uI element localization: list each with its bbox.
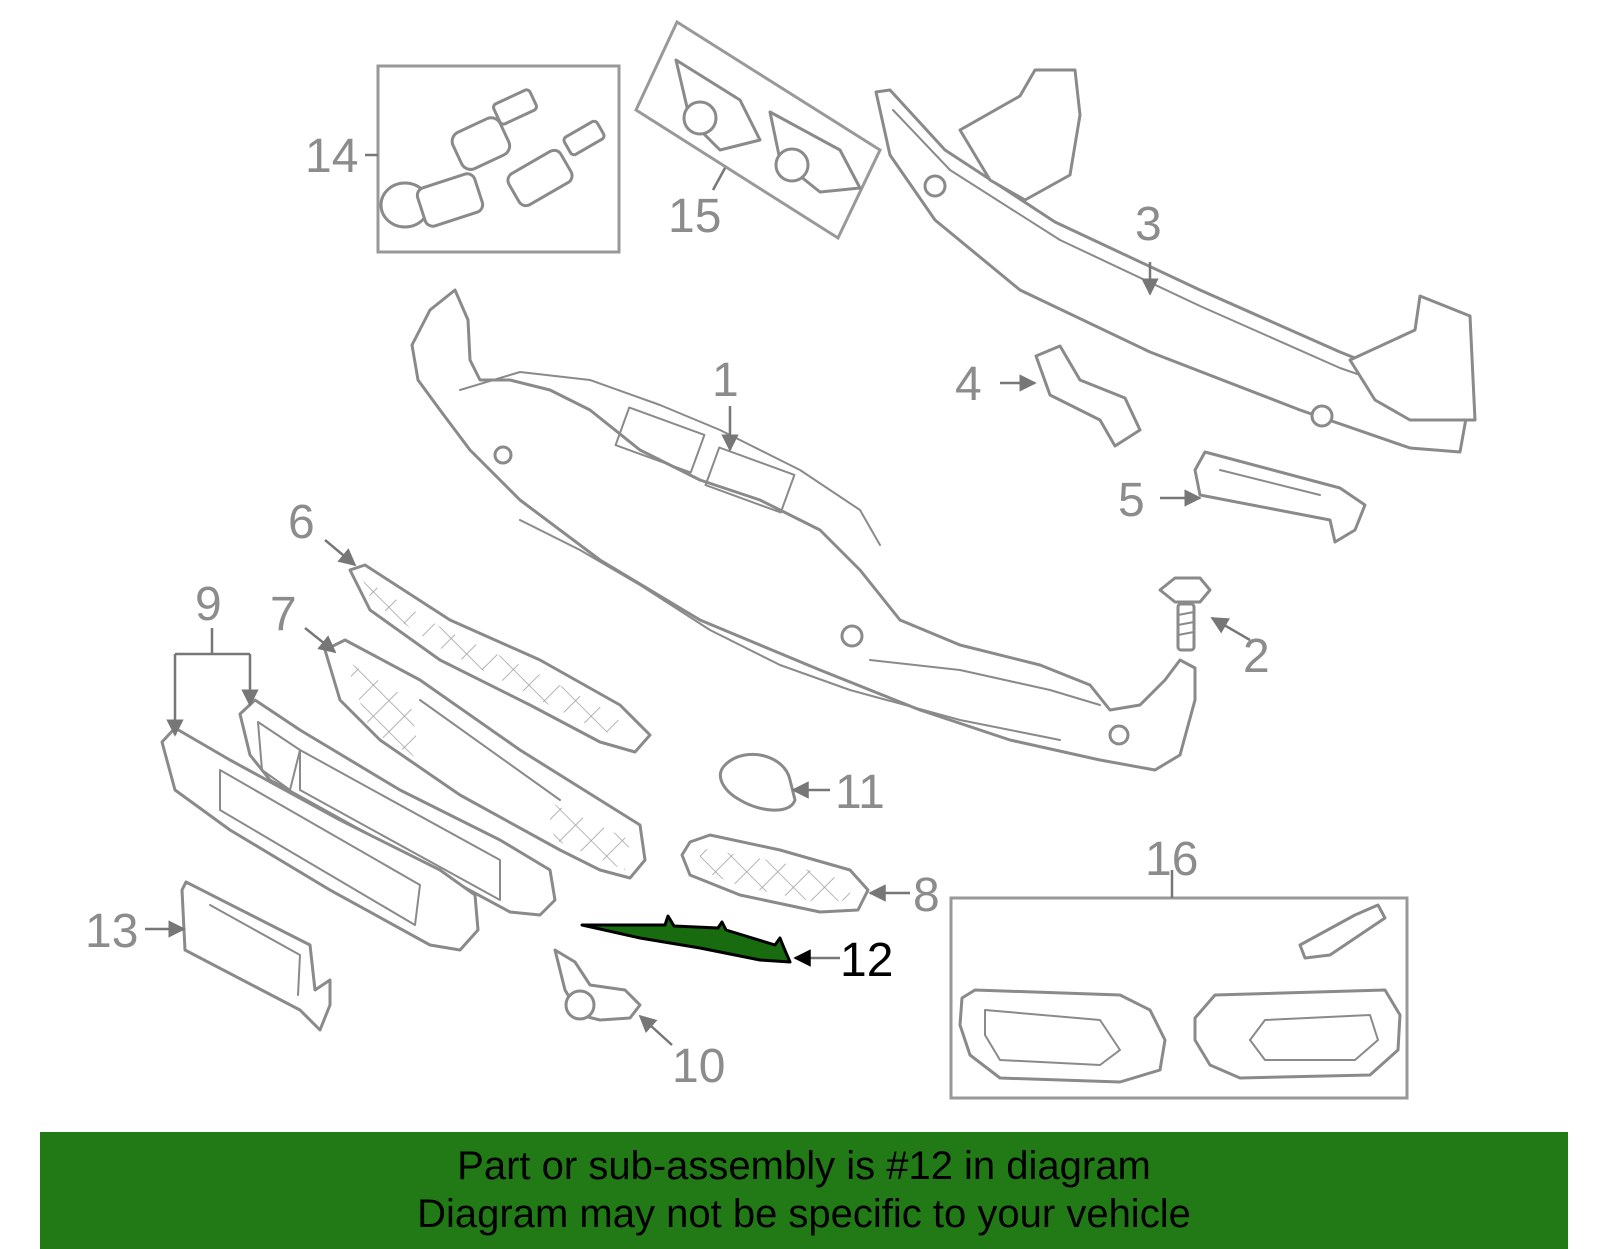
callout-15: 15 <box>668 190 721 243</box>
part-6-grille-strip: 6 <box>288 496 652 754</box>
part-7-leader <box>304 627 337 654</box>
part-14-frame <box>376 64 621 254</box>
part-13-plate-bracket: 13 <box>85 880 332 1032</box>
part-15-leader <box>711 167 727 191</box>
part-2-leader <box>1210 616 1251 642</box>
part-6-leader <box>324 539 357 567</box>
banner-line-2: Diagram may not be specific to your vehi… <box>417 1192 1191 1236</box>
banner-line-1: Part or sub-assembly is #12 in diagram <box>457 1144 1151 1188</box>
callout-3: 3 <box>1135 198 1162 251</box>
part-10-leader <box>638 1014 673 1046</box>
part-4-bracket: 4 <box>955 344 1142 448</box>
callout-4: 4 <box>955 358 982 411</box>
callout-10: 10 <box>672 1040 725 1093</box>
part-1-bumper-cover: 1 <box>410 288 1197 772</box>
callout-2: 2 <box>1243 630 1270 683</box>
callout-11: 11 <box>835 766 885 819</box>
callout-8: 8 <box>913 869 940 922</box>
part-3-reinforcement-beam: 3 <box>874 68 1477 454</box>
callout-9: 9 <box>195 578 222 631</box>
info-banner: Part or sub-assembly is #12 in diagram D… <box>40 1132 1568 1249</box>
callout-12: 12 <box>840 934 893 987</box>
part-9-leader <box>175 628 250 656</box>
part-14-parking-sensors: 14 <box>305 64 621 254</box>
callout-7: 7 <box>270 588 297 641</box>
part-11-cap: 11 <box>719 752 885 819</box>
part-10-sensor-holder: 10 <box>553 948 725 1093</box>
part-2-bolt: 2 <box>1158 576 1270 683</box>
part-7-lower-grille: 7 <box>270 588 647 880</box>
callout-13: 13 <box>85 905 138 958</box>
part-9-grille-frames: 9 <box>160 578 557 952</box>
callout-16: 16 <box>1145 833 1198 886</box>
part-16-frame <box>949 896 1409 1100</box>
parts-diagram: 14 15 3 4 5 <box>85 19 1477 1100</box>
part-16-fog-trims: 16 <box>949 833 1409 1100</box>
callout-1: 1 <box>712 354 739 407</box>
part-8-small-grille: 8 <box>680 833 940 922</box>
part-5-guide-bracket: 5 <box>1118 450 1367 544</box>
part-15-frame <box>634 19 882 241</box>
callout-6: 6 <box>288 496 315 549</box>
part-12-shape <box>580 914 792 964</box>
part-12-trim-strip: 12 <box>580 914 893 987</box>
part-15-sensor-holders: 15 <box>634 19 882 243</box>
callout-5: 5 <box>1118 474 1145 527</box>
callout-14: 14 <box>305 130 358 183</box>
